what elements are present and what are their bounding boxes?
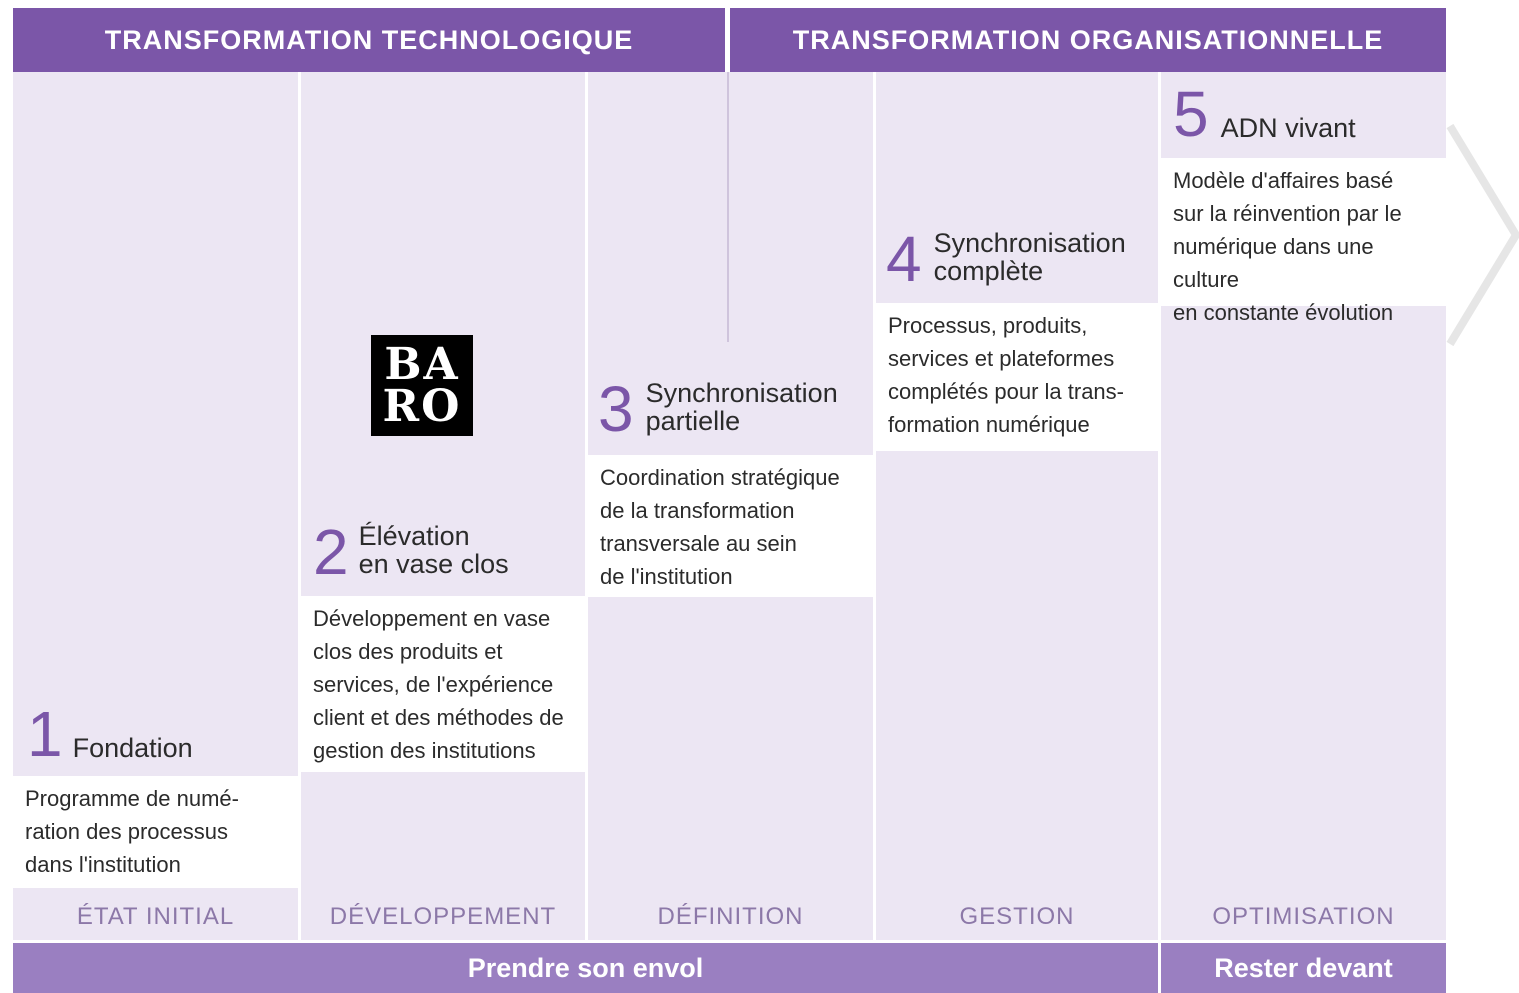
stage-2-desc-line: clos des produits et xyxy=(313,639,503,664)
stage-5-number: 5 xyxy=(1173,78,1209,150)
stage-2-description: Développement en vase clos des produits … xyxy=(301,596,585,772)
stage-5-desc-line: sur la réinvention par le xyxy=(1173,201,1402,226)
stage-3-label: DÉFINITION xyxy=(588,893,873,940)
header-technologique-label: TRANSFORMATION TECHNOLOGIQUE xyxy=(104,24,634,55)
stage-4-heading-line-2: complète xyxy=(933,256,1044,286)
stage-1-heading: Fondation xyxy=(72,733,193,763)
stage-2-heading-line-1: Élévation xyxy=(358,521,470,551)
stage-1-title: 1 Fondation xyxy=(13,700,298,772)
stage-2-desc-line: gestion des institutions xyxy=(313,738,536,763)
stage-4-description: Processus, produits, services et platefo… xyxy=(876,303,1158,451)
stage-1-desc-line: Programme de numé- xyxy=(25,786,239,811)
stage-3-heading-line-2: partielle xyxy=(645,406,741,436)
stage-1-desc-line: dans l'institution xyxy=(25,852,181,877)
header-technologique: TRANSFORMATION TECHNOLOGIQUE xyxy=(13,8,725,72)
stage-4-desc-line: complétés pour la trans- xyxy=(888,379,1124,404)
stage-4-desc-line: Processus, produits, xyxy=(888,313,1088,338)
stage-4-number: 4 xyxy=(886,223,922,295)
footer-prendre-son-envol: Prendre son envol xyxy=(13,943,1158,993)
column-2-background xyxy=(301,72,585,940)
stage-5-desc-line: Modèle d'affaires basé xyxy=(1173,168,1394,193)
column-4-background xyxy=(876,72,1158,940)
stage-1-desc-line: ration des processus xyxy=(25,819,228,844)
logo-line-2: RO xyxy=(382,380,462,432)
stage-3-desc-line: Coordination stratégique xyxy=(600,465,840,490)
stage-3-heading-line-1: Synchronisation xyxy=(645,378,838,408)
stage-2-heading-line-2: en vase clos xyxy=(358,549,509,579)
stage-5-description: Modèle d'affaires basé sur la réinventio… xyxy=(1161,158,1446,325)
header-organisationnelle-label: TRANSFORMATION ORGANISATIONNELLE xyxy=(792,24,1384,55)
stage-2-desc-line: services, de l'expérience xyxy=(313,672,554,697)
stage-3-desc-line: de l'institution xyxy=(600,564,733,589)
stage-3-description: Coordination stratégique de la transform… xyxy=(588,455,873,597)
header-organisationnelle: TRANSFORMATION ORGANISATIONNELLE xyxy=(730,8,1446,72)
footer-left-label: Prendre son envol xyxy=(467,952,704,983)
stage-2-desc-line: client et des méthodes de xyxy=(313,705,564,730)
stage-1-label: ÉTAT INITIAL xyxy=(13,893,298,940)
stage-5-label: OPTIMISATION xyxy=(1161,893,1446,940)
stage-4-heading-line-1: Synchronisation xyxy=(933,228,1126,258)
stage-3-desc-line: transversale au sein xyxy=(600,531,797,556)
stage-3-desc-line: de la transformation xyxy=(600,498,795,523)
footer-right-label: Rester devant xyxy=(1214,952,1393,983)
section-divider xyxy=(727,72,729,342)
chevron-right-icon xyxy=(1446,123,1519,347)
stage-4-title: 4 Synchronisation complète xyxy=(876,225,1158,297)
stage-1-number: 1 xyxy=(27,698,63,770)
stage-4-label: GESTION xyxy=(876,893,1158,940)
stage-4-desc-line: services et plateformes xyxy=(888,346,1115,371)
stage-1-description: Programme de numé- ration des processus … xyxy=(13,776,298,888)
stage-5-heading: ADN vivant xyxy=(1220,113,1356,143)
stage-3-title: 3 Synchronisation partielle xyxy=(588,375,873,447)
stage-5-desc-line: en constante évolution xyxy=(1173,300,1394,325)
footer-rester-devant: Rester devant xyxy=(1161,943,1446,993)
logo-line-1: BA xyxy=(384,338,460,390)
stage-2-title: 2 Élévation en vase clos xyxy=(301,520,585,590)
stage-2-desc-line: Développement en vase xyxy=(313,606,551,631)
stage-4-desc-line: formation numérique xyxy=(888,412,1090,437)
baro-logo: BA RO xyxy=(371,335,473,436)
stage-5-title: 5 ADN vivant xyxy=(1161,82,1446,152)
stage-5-desc-line: numérique dans une culture xyxy=(1173,234,1374,292)
stage-3-number: 3 xyxy=(598,373,634,445)
stage-2-number: 2 xyxy=(313,516,349,588)
stage-2-label: DÉVELOPPEMENT xyxy=(301,893,585,940)
